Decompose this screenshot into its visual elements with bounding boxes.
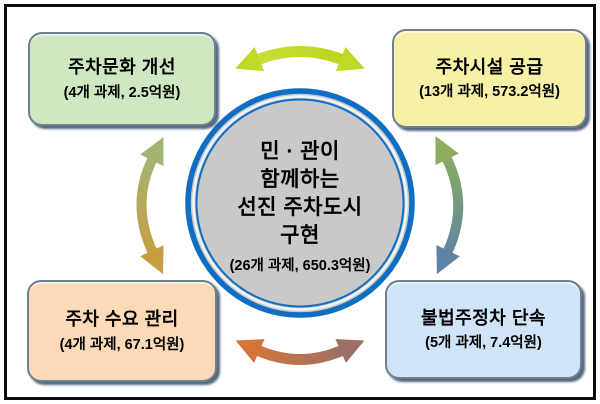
center-subtitle: (26개 과제, 650.3억원) — [229, 257, 371, 274]
arrow-top — [235, 46, 365, 72]
center-title-line: 민 · 관이 — [260, 140, 340, 163]
center-title-line: 선진 주차도시 — [237, 196, 363, 220]
box-illegal-parking-title: 불법주정차 단속 — [421, 307, 546, 328]
box-parking-demand: 주차 수요 관리 (4개 과제, 67.1억원) — [27, 280, 217, 382]
box-parking-culture-subtitle: (4개 과제, 2.5억원) — [63, 84, 181, 101]
center-title-line: 구현 — [280, 224, 320, 248]
box-parking-culture-title: 주차문화 개선 — [68, 57, 176, 78]
box-illegal-parking: 불법주정차 단속 (5개 과제, 7.4억원) — [385, 280, 582, 379]
box-illegal-parking-subtitle: (5개 과제, 7.4억원) — [425, 335, 542, 352]
box-parking-demand-title: 주차 수요 관리 — [65, 309, 179, 330]
center-circle-text: 민 · 관이 함께하는 선진 주차도시 구현 (26개 과제, 650.3억원) — [188, 138, 412, 275]
box-parking-demand-subtitle: (4개 과제, 67.1억원) — [59, 336, 185, 353]
center-title-line: 함께하는 — [260, 168, 340, 192]
arrow-left — [136, 137, 164, 275]
box-parking-facility-title: 주차시설 공급 — [435, 56, 544, 77]
box-parking-culture: 주차문화 개선 (4개 과제, 2.5억원) — [28, 32, 216, 126]
box-parking-facility: 주차시설 공급 (13개 과제, 573.2억원) — [392, 29, 587, 128]
arrow-bottom — [235, 339, 365, 365]
center-circle — [185, 88, 415, 318]
box-parking-facility-subtitle: (13개 과제, 573.2억원) — [419, 84, 560, 101]
arrow-right — [435, 136, 464, 275]
